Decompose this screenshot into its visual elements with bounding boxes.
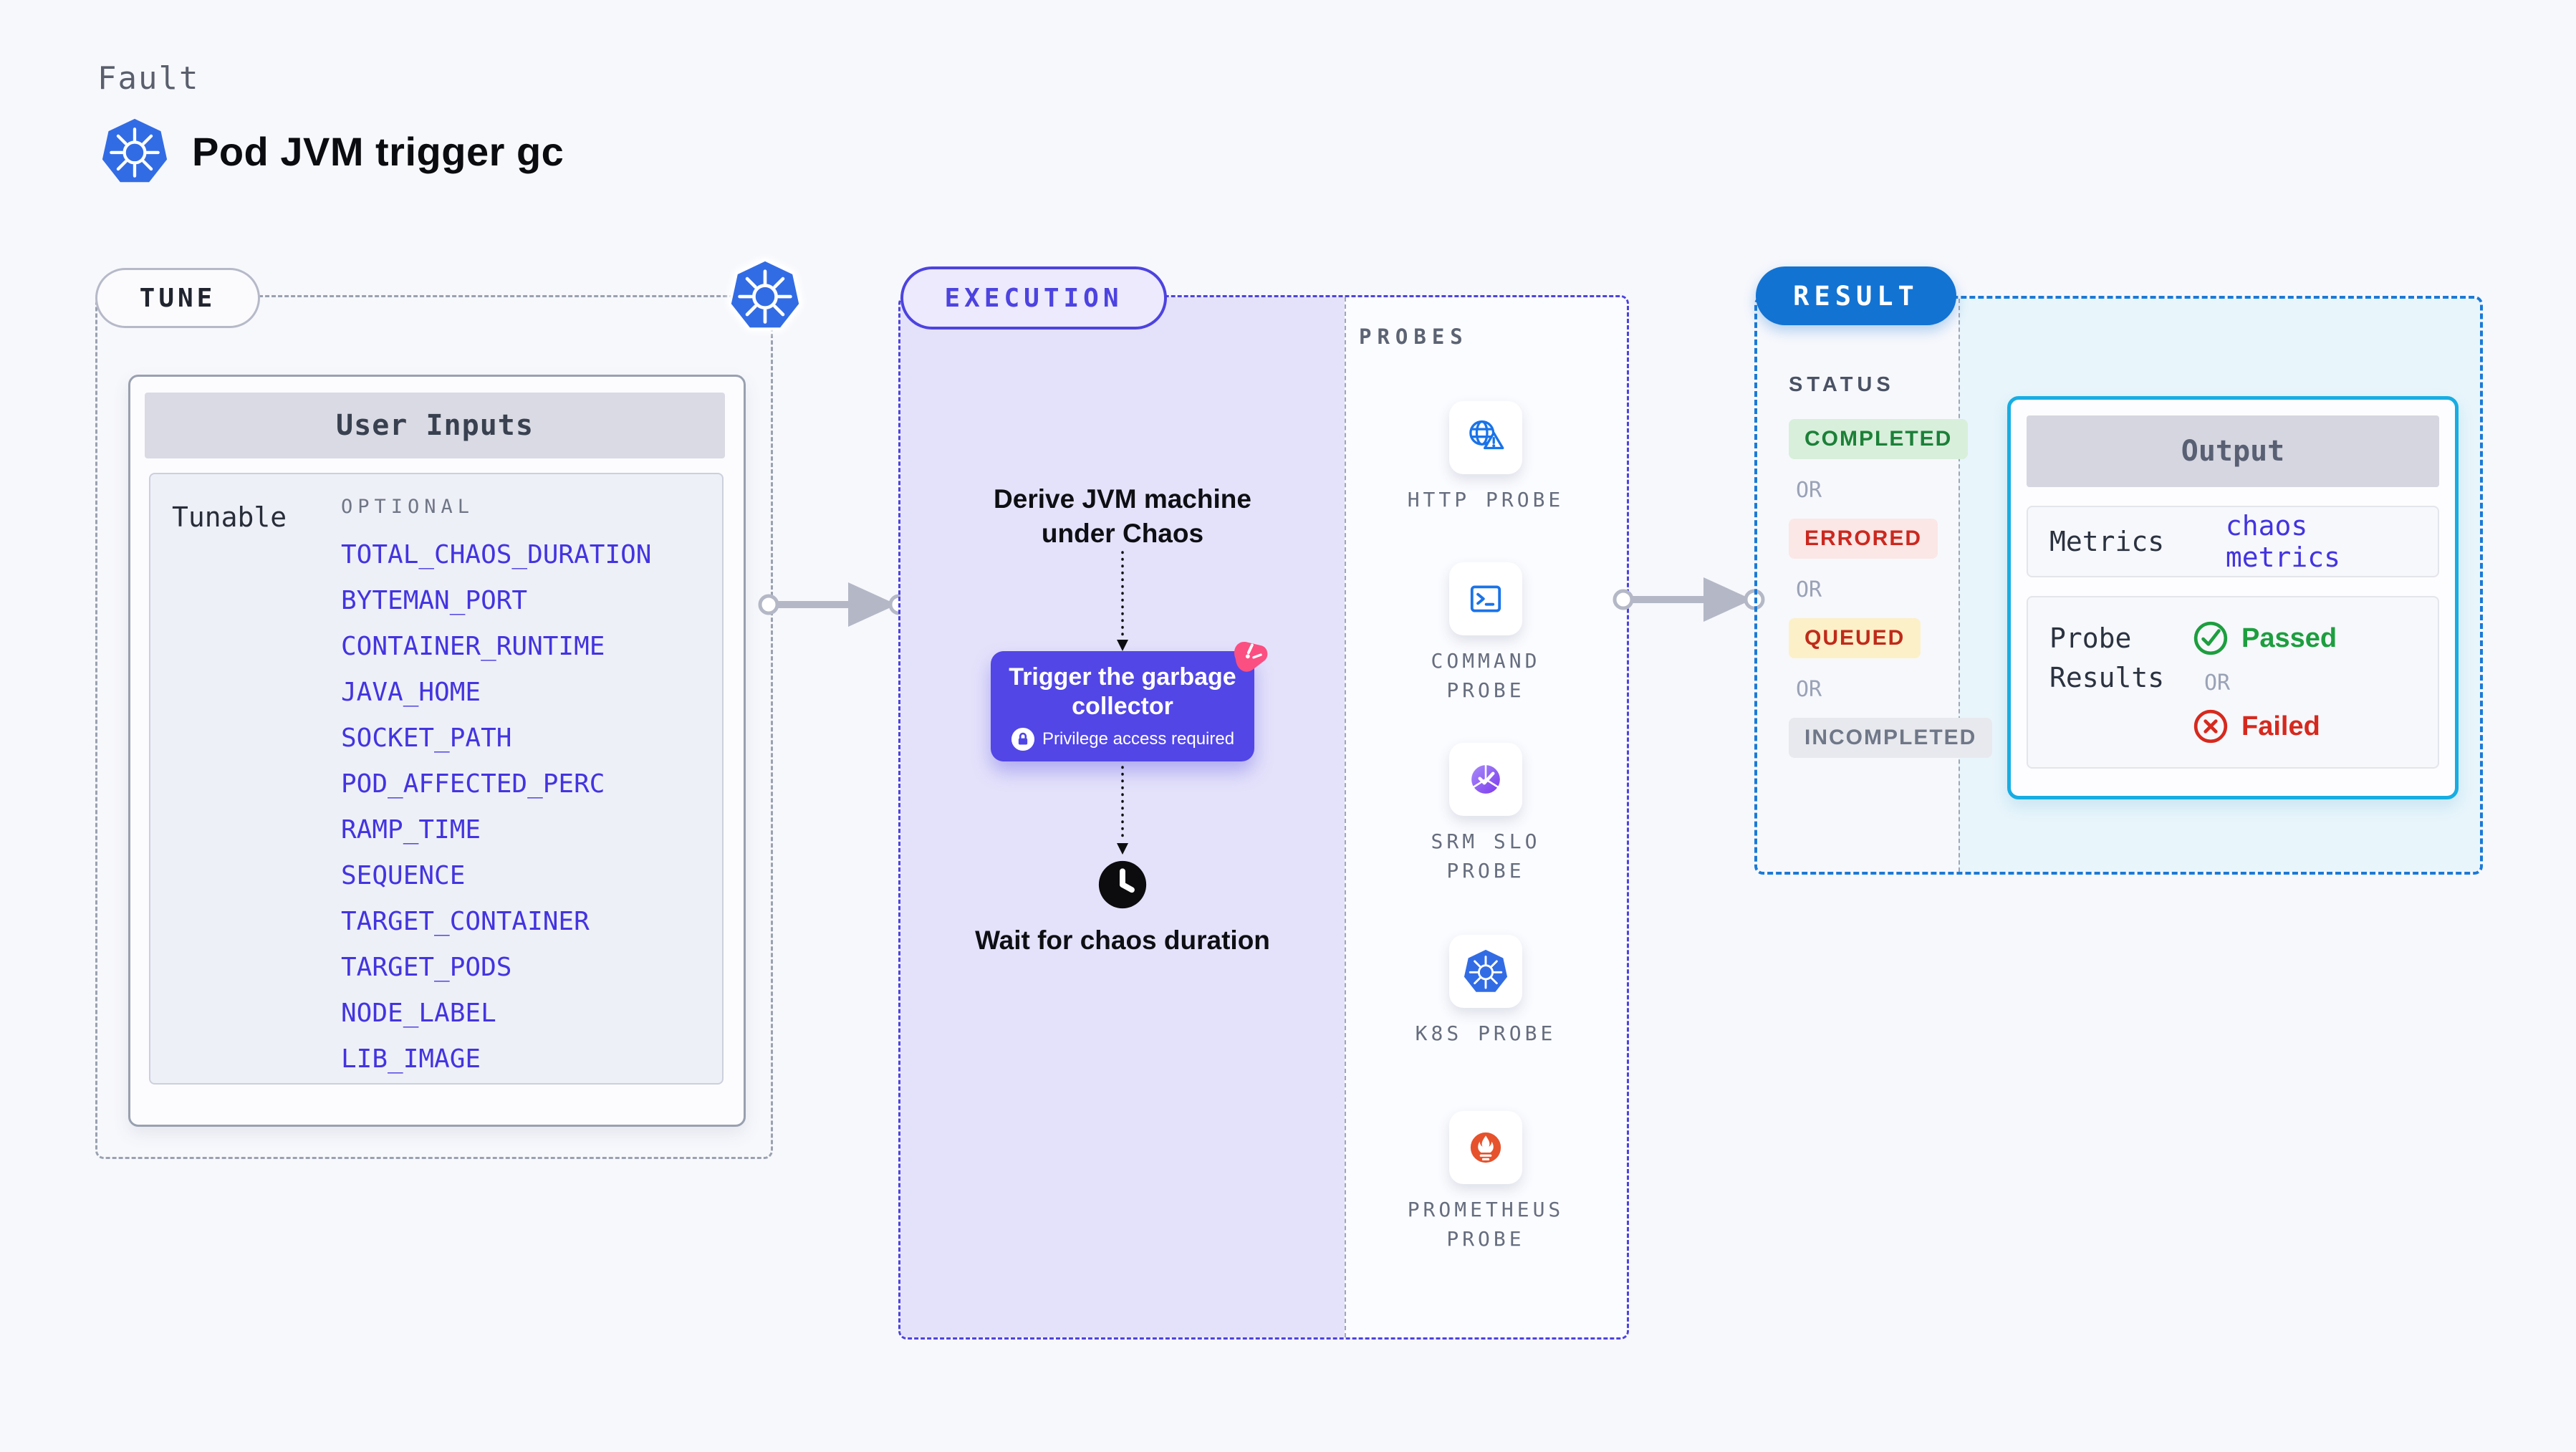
tunable-row-label: Tunable [172, 501, 287, 533]
metrics-row: Metrics chaos metrics [2027, 506, 2439, 577]
probe-label: PROMETHEUS PROBE [1407, 1198, 1565, 1251]
output-header: Output [2027, 415, 2439, 487]
dotted-arrow-down-icon [1117, 551, 1128, 651]
probe-label: SRM SLO PROBE [1431, 830, 1541, 883]
metrics-label: Metrics [2049, 526, 2165, 557]
prometheus-icon [1470, 1132, 1501, 1163]
env-var-link[interactable]: JAVA_HOME [341, 678, 481, 707]
http-probe-tile [1449, 401, 1522, 474]
chaos-spark-icon [1234, 642, 1268, 672]
x-circle-icon [2193, 709, 2228, 744]
kubernetes-icon [1464, 949, 1508, 992]
globe-warning-icon [1469, 420, 1504, 450]
k8s-probe-tile [1449, 935, 1522, 1008]
terminal-icon [1470, 585, 1501, 612]
slo-check-icon [1471, 764, 1500, 794]
privilege-note: Privilege access required [1042, 729, 1235, 749]
env-var-link[interactable]: TOTAL_CHAOS_DURATION [341, 540, 652, 569]
page-title: Pod JVM trigger gc [192, 128, 564, 174]
or-label: OR [1796, 478, 1822, 503]
probe-label: K8S PROBE [1415, 1021, 1557, 1045]
dotted-arrow-down-icon [1117, 766, 1128, 855]
status-badge-errored: ERRORED [1789, 519, 1938, 559]
trigger-gc-node: Trigger the garbage collector Privilege … [991, 642, 1268, 761]
fault-kicker: Fault [97, 60, 200, 97]
probe-label: HTTP PROBE [1407, 488, 1565, 511]
env-var-link[interactable]: TARGET_CONTAINER [341, 907, 590, 936]
tunables-panel: Tunable OPTIONAL TOTAL_CHAOS_DURATION BY… [149, 473, 724, 1085]
env-var-list: TOTAL_CHAOS_DURATION BYTEMAN_PORT CONTAI… [341, 540, 651, 1074]
execution-badge: EXECUTION [900, 266, 1167, 330]
probe-label: COMMAND PROBE [1431, 649, 1541, 702]
status-badge-incompleted: INCOMPLETED [1789, 718, 1993, 758]
env-var-link[interactable]: POD_AFFECTED_PERC [341, 769, 605, 799]
optional-column-label: OPTIONAL [341, 496, 475, 518]
env-var-link[interactable]: SEQUENCE [341, 861, 466, 890]
status-badge-queued: QUEUED [1789, 618, 1921, 658]
passed-label: Passed [2241, 622, 2337, 653]
clock-icon [1098, 860, 1147, 909]
command-probe-tile [1449, 562, 1522, 635]
env-var-link[interactable]: SOCKET_PATH [341, 723, 512, 753]
or-label: OR [1796, 577, 1822, 602]
env-var-link[interactable]: CONTAINER_RUNTIME [341, 632, 605, 661]
user-inputs-card: User Inputs Tunable OPTIONAL TOTAL_CHAOS… [128, 375, 746, 1127]
step-derive-label: Derive JVM machine under Chaos [994, 484, 1251, 549]
srm-slo-probe-tile [1449, 743, 1522, 816]
arrow-tune-to-execution [758, 582, 910, 627]
probe-results-row: Probe Results Passed OR [2027, 596, 2439, 769]
tune-section-box [95, 295, 773, 1159]
metrics-value: chaos metrics [2225, 510, 2340, 573]
env-var-link[interactable]: NODE_LABEL [341, 999, 496, 1028]
env-var-link[interactable]: LIB_IMAGE [341, 1044, 481, 1074]
env-var-link[interactable]: TARGET_PODS [341, 953, 512, 982]
probes-label: PROBES [1359, 324, 1469, 349]
execution-section-box: Derive JVM machine under Chaos Trigger t… [898, 295, 1629, 1340]
step-wait-label: Wait for chaos duration [975, 925, 1270, 955]
kubernetes-icon [729, 259, 802, 330]
trigger-gc-title: Trigger the garbage collector [1009, 663, 1236, 721]
execution-flow-panel [900, 297, 1345, 1337]
tune-badge: TUNE [95, 268, 260, 328]
result-section-box: STATUS COMPLETED OR ERRORED OR QUEUED OR… [1754, 296, 2483, 875]
status-badge-completed: COMPLETED [1789, 419, 1969, 459]
env-var-link[interactable]: RAMP_TIME [341, 815, 481, 845]
result-badge: RESULT [1756, 266, 1956, 325]
prometheus-probe-tile [1449, 1111, 1522, 1184]
check-circle-icon [2193, 621, 2228, 655]
lock-icon [1011, 727, 1034, 751]
failed-label: Failed [2241, 711, 2320, 741]
or-label: OR [2204, 670, 2231, 696]
arrow-execution-to-result [1613, 577, 1765, 622]
or-label: OR [1796, 677, 1822, 702]
probe-results-label: Probe Results [2049, 622, 2165, 694]
user-inputs-header: User Inputs [145, 393, 725, 458]
kubernetes-icon [102, 118, 168, 183]
env-var-link[interactable]: BYTEMAN_PORT [341, 586, 528, 615]
output-card: Output Metrics chaos metrics Probe Resul… [2007, 396, 2459, 799]
status-label: STATUS [1789, 373, 1895, 396]
status-list: COMPLETED OR ERRORED OR QUEUED OR INCOMP… [1789, 419, 1993, 758]
